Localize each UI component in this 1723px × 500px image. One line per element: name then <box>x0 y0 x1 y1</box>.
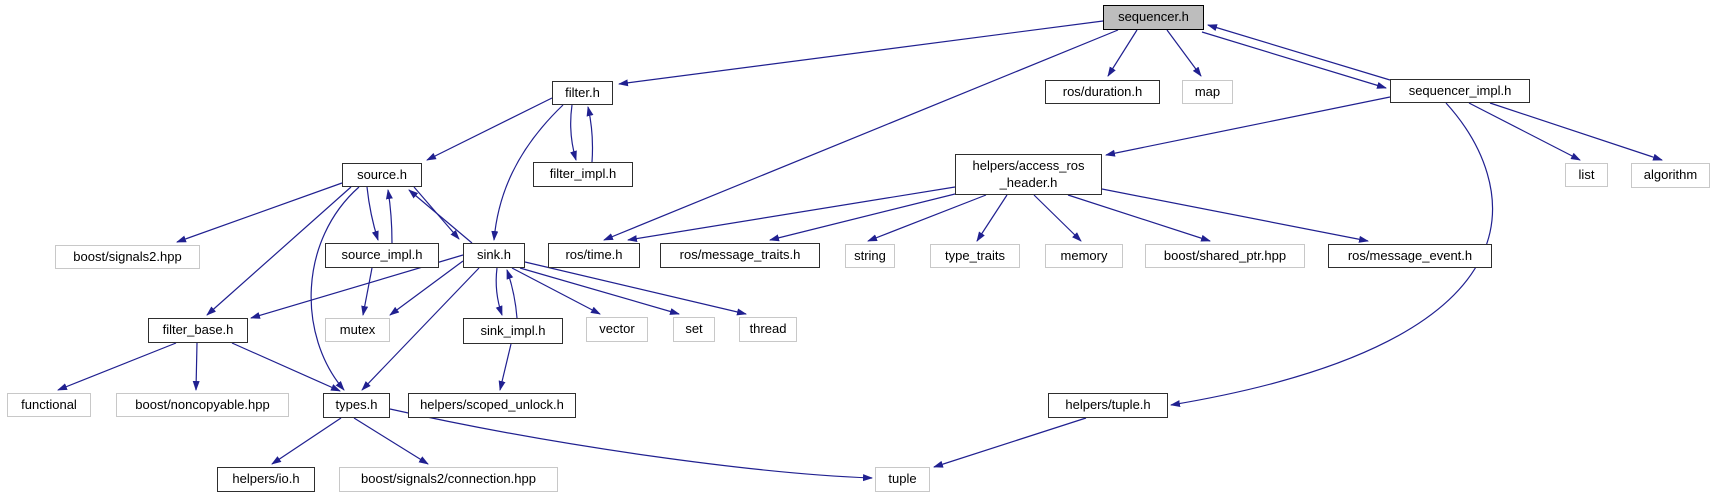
edge-helpers-access-ros-header-h-to-ros-time-h <box>627 186 956 243</box>
edge-source-h-to-boost-signals2-hpp <box>176 182 343 243</box>
edge-filter-base-h-to-boost-noncopyable-hpp <box>192 342 200 391</box>
graph-node-thread: thread <box>739 317 797 342</box>
edge-sink-h-to-types-h <box>361 267 480 391</box>
graph-node-types-h[interactable]: types.h <box>323 393 390 418</box>
graph-node-sequencer-h: sequencer.h <box>1103 5 1204 30</box>
edge-filter-h-to-source-h <box>426 97 553 161</box>
graph-node-memory: memory <box>1045 244 1123 268</box>
edge-sink-h-to-sink-impl-h <box>495 267 503 316</box>
edge-filter-base-h-to-types-h <box>231 342 341 392</box>
graph-node-set: set <box>673 317 715 342</box>
graph-node-filter-impl-h[interactable]: filter_impl.h <box>533 162 633 187</box>
edge-source-h-to-types-h <box>310 186 360 391</box>
graph-node-functional: functional <box>7 393 91 417</box>
edge-sequencer-h-to-ros-time-h <box>603 29 1119 241</box>
edge-sequencer-h-to-ros-duration-h <box>1107 29 1138 77</box>
graph-node-boost-signals2-hpp: boost/signals2.hpp <box>55 245 200 269</box>
edge-sink-impl-h-to-helpers-scoped-unlock-h <box>498 343 512 391</box>
edge-filter-impl-h-to-filter-h <box>586 106 594 163</box>
edge-types-h-to-tuple <box>389 408 873 482</box>
edge-source-impl-h-to-mutex <box>361 267 373 316</box>
edge-sequencer-impl-h-to-helpers-access-ros-header-h <box>1105 96 1391 157</box>
edge-helpers-access-ros-header-h-to-ros-message-event-h <box>1101 188 1369 243</box>
graph-node-type-traits: type_traits <box>930 244 1020 268</box>
graph-node-helpers-scoped-unlock-h[interactable]: helpers/scoped_unlock.h <box>408 393 576 418</box>
edge-sink-h-to-mutex <box>389 260 464 316</box>
graph-node-filter-base-h[interactable]: filter_base.h <box>148 318 248 343</box>
graph-node-ros-message-event-h[interactable]: ros/message_event.h <box>1328 244 1492 268</box>
graph-node-string: string <box>845 244 895 268</box>
edge-sink-h-to-set <box>519 267 680 315</box>
graph-node-helpers-tuple-h[interactable]: helpers/tuple.h <box>1048 393 1168 418</box>
graph-node-ros-time-h[interactable]: ros/time.h <box>548 243 640 268</box>
edge-sink-h-to-vector <box>511 267 601 315</box>
graph-node-sink-impl-h[interactable]: sink_impl.h <box>463 318 563 344</box>
edge-sink-impl-h-to-sink-h <box>506 269 518 319</box>
edge-helpers-access-ros-header-h-to-type-traits <box>976 194 1008 242</box>
graph-node-boost-shared-ptr-hpp: boost/shared_ptr.hpp <box>1145 244 1305 268</box>
edge-source-impl-h-to-source-h <box>385 189 393 244</box>
edge-helpers-tuple-h-to-tuple <box>933 417 1087 468</box>
edge-helpers-access-ros-header-h-to-memory <box>1033 194 1082 242</box>
edge-sequencer-impl-h-to-list <box>1468 102 1581 161</box>
edge-sequencer-impl-h-to-sequencer-h <box>1207 24 1391 81</box>
edge-types-h-to-helpers-io-h <box>271 417 342 465</box>
edge-source-h-to-source-impl-h <box>366 186 379 241</box>
graph-node-map: map <box>1182 80 1233 104</box>
graph-node-ros-message-traits-h[interactable]: ros/message_traits.h <box>660 243 820 268</box>
graph-node-ros-duration-h[interactable]: ros/duration.h <box>1045 80 1160 104</box>
graph-node-source-impl-h[interactable]: source_impl.h <box>325 243 439 268</box>
graph-node-helpers-io-h[interactable]: helpers/io.h <box>217 467 315 492</box>
edge-types-h-to-boost-signals2-connection-hpp <box>353 417 429 465</box>
graph-node-sink-h[interactable]: sink.h <box>463 243 525 268</box>
edge-sequencer-h-to-map <box>1166 29 1202 77</box>
edge-helpers-access-ros-header-h-to-ros-message-traits-h <box>769 193 956 242</box>
edge-sequencer-h-to-sequencer-impl-h <box>1201 31 1387 89</box>
edge-sink-h-to-thread <box>524 261 747 316</box>
edge-sink-h-to-source-h <box>408 189 473 244</box>
edge-filter-h-to-sink-h <box>491 104 564 241</box>
graph-node-boost-signals2-connection-hpp: boost/signals2/connection.hpp <box>339 467 558 492</box>
edge-source-h-to-filter-base-h <box>206 186 352 316</box>
edge-filter-base-h-to-functional <box>57 342 177 391</box>
graph-node-list: list <box>1565 163 1608 187</box>
graph-node-helpers-access-ros-header-h[interactable]: helpers/access_ros _header.h <box>955 154 1102 195</box>
graph-node-boost-noncopyable-hpp: boost/noncopyable.hpp <box>116 393 289 417</box>
edge-helpers-access-ros-header-h-to-boost-shared-ptr-hpp <box>1067 194 1211 242</box>
graph-node-source-h[interactable]: source.h <box>342 163 422 187</box>
edge-helpers-access-ros-header-h-to-string <box>867 194 987 242</box>
graph-node-algorithm: algorithm <box>1631 163 1710 188</box>
graph-node-tuple: tuple <box>875 467 930 492</box>
edge-sequencer-h-to-filter-h <box>618 20 1104 87</box>
edge-group <box>57 20 1663 482</box>
graph-node-mutex: mutex <box>325 318 390 342</box>
graph-node-sequencer-impl-h[interactable]: sequencer_impl.h <box>1390 79 1530 103</box>
edge-sequencer-impl-h-to-algorithm <box>1489 102 1663 161</box>
graph-node-filter-h[interactable]: filter.h <box>552 81 613 105</box>
graph-node-vector: vector <box>586 317 648 342</box>
edge-filter-h-to-filter-impl-h <box>570 104 577 161</box>
